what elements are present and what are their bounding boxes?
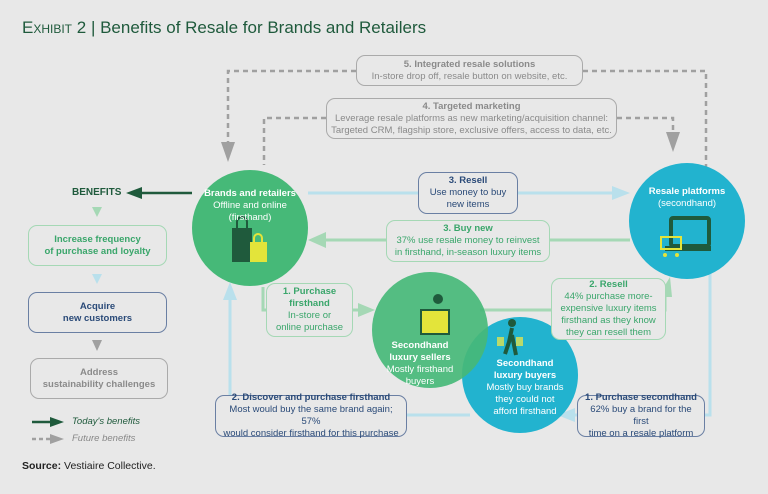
benefit-text: Address	[79, 366, 118, 378]
node-text: Mostly buy brands	[486, 382, 564, 393]
flow-text: expensive luxury items	[560, 303, 657, 314]
flow-text: Targeted CRM, flagship store, exclusive …	[331, 124, 612, 136]
node-title: luxury buyers	[493, 370, 557, 381]
flow-text: In-store drop off, resale button on webs…	[371, 70, 568, 82]
node-title: Resale platforms	[648, 186, 726, 197]
arrow-head	[50, 434, 64, 444]
node-text: Mostly firsthand	[386, 364, 454, 375]
benefit-text: Increase frequency	[54, 233, 141, 245]
flow-title: 4. Targeted marketing	[422, 100, 521, 112]
node-text: Offline and online	[213, 200, 287, 211]
exhibit-number: Exhibit 2	[22, 18, 87, 37]
flow-text: 37% use resale money to reinvest	[396, 235, 540, 246]
flow-text: online purchase	[275, 322, 344, 333]
arrow-head	[358, 303, 375, 317]
legend-future: Future benefits	[72, 433, 136, 444]
flow-title: 1. Purchase secondhand	[585, 392, 697, 403]
platforms-circle	[629, 163, 745, 279]
source-note: Source: Vestiaire Collective.	[22, 460, 156, 472]
cashier-icon	[420, 294, 450, 335]
source-label: Source:	[22, 460, 62, 472]
flow-text: Use money to buy	[429, 187, 507, 198]
benefit-text: sustainability challenges	[42, 378, 156, 390]
flow-text: in firsthand, in-season luxury items	[394, 247, 542, 258]
shopping-bags-icon	[232, 216, 267, 262]
arrow-head	[221, 142, 235, 162]
title-text: Benefits of Resale for Brands and Retail…	[100, 18, 427, 37]
title-separator: |	[90, 18, 96, 37]
arrow-head	[557, 408, 575, 422]
node-text: (firsthand)	[228, 212, 272, 223]
node-text: (secondhand)	[657, 198, 717, 209]
shopper-icon	[497, 319, 523, 356]
flow-text: they can resell them	[565, 327, 651, 338]
benefits-heading: BENEFITS	[72, 187, 122, 198]
future-flow-lines	[226, 69, 708, 172]
flow-text: In-store or	[287, 310, 332, 321]
flow-text: 44% purchase more-	[564, 291, 653, 302]
benefit-text: of purchase and loyalty	[44, 245, 151, 257]
flow-title: 5. Integrated resale solutions	[403, 58, 536, 70]
arrow-head	[612, 186, 630, 200]
arrow-head	[126, 187, 142, 199]
flow-text: time on a resale platform	[588, 428, 694, 439]
arrow-head	[92, 274, 102, 284]
benefit-text: new customers	[62, 312, 133, 324]
flow-text: Leverage resale platforms as new marketi…	[334, 112, 608, 124]
flow-title: firsthand	[289, 298, 330, 309]
arrow-head	[666, 132, 680, 152]
node-text: afford firsthand	[493, 406, 557, 417]
exhibit-title: Exhibit 2 | Benefits of Resale for Brand…	[22, 18, 426, 38]
arrow-head	[223, 282, 237, 300]
arrow-head	[92, 340, 102, 351]
flow-text: firsthand as they know	[561, 315, 656, 326]
flow-title: 2. Discover and purchase firsthand	[231, 392, 391, 403]
flow-text: Most would buy the same brand again; 57%	[229, 404, 393, 427]
source-text: Vestiaire Collective.	[64, 460, 156, 472]
flow-text: new items	[446, 199, 490, 210]
flow-title: 2. Resell	[589, 279, 628, 290]
node-text: they could not	[495, 394, 555, 405]
arrow-head	[92, 207, 102, 217]
node-title: Secondhand	[391, 340, 449, 351]
flow-title: 3. Resell	[448, 175, 488, 186]
legend-today: Today's benefits	[72, 416, 141, 427]
node-title: Secondhand	[496, 358, 554, 369]
node-text: buyers	[405, 376, 435, 387]
laptop-cart-icon	[660, 216, 711, 257]
flow-text: 62% buy a brand for the first	[590, 404, 692, 427]
benefit-text: Acquire	[79, 300, 116, 312]
flow-title: 3. Buy new	[443, 223, 493, 234]
buyers-circle	[462, 317, 578, 433]
arrow-head	[50, 417, 64, 427]
platforms-label: Resale platforms(secondhand)	[629, 186, 745, 210]
node-title: luxury sellers	[389, 352, 451, 363]
arrow-head	[308, 232, 326, 248]
node-title: Brands and retailers	[204, 188, 296, 199]
flow-text: would consider firsthand for this purcha…	[223, 428, 399, 439]
flow-title: 1. Purchase	[282, 286, 337, 297]
